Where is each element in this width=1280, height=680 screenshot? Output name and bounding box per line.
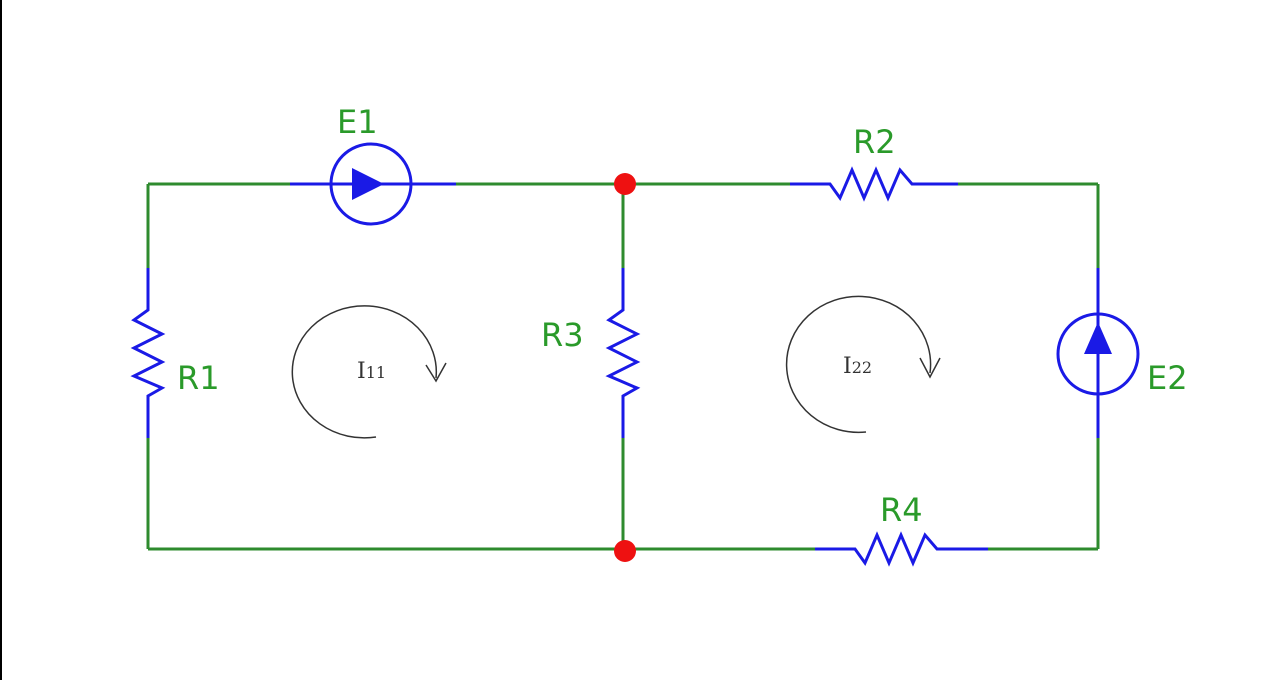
label-r3: R3 — [541, 316, 584, 354]
label-r1: R1 — [177, 359, 220, 397]
label-e1: E1 — [337, 103, 378, 141]
resistor-r4 — [815, 531, 988, 567]
node-top — [614, 173, 636, 195]
source-e1 — [290, 142, 456, 226]
loop-arrow-i22 — [785, 295, 941, 434]
resistor-r3 — [605, 268, 641, 438]
label-r4: R4 — [880, 491, 923, 529]
resistor-r1 — [130, 268, 166, 438]
left-border — [0, 0, 2, 680]
loop-arrow-i11 — [291, 305, 447, 439]
source-e2 — [1056, 268, 1140, 438]
label-r2: R2 — [853, 123, 896, 161]
node-bottom — [614, 540, 636, 562]
resistor-r2 — [790, 166, 958, 202]
label-i22: I22 — [843, 354, 872, 379]
label-e2: E2 — [1147, 359, 1188, 397]
label-i11: I11 — [357, 359, 386, 384]
